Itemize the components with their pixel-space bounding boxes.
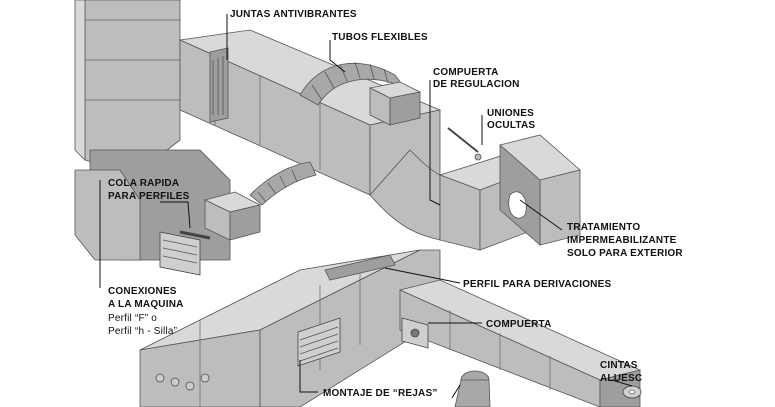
label-conexiones-4: Perfil “h - Silla” [108,326,177,337]
label-conexiones-2: A LA MAQUINA [108,299,184,310]
flexible-tube-bottom [454,370,491,407]
damper [401,317,429,349]
label-uniones-2: OCULTAS [487,120,535,131]
fittings [155,373,210,391]
label-cintas-1: CINTAS [600,360,638,371]
label-cintas-2: ALUESC [600,373,642,384]
machine-grille [159,231,201,276]
cinta-roll [622,385,642,399]
rejas-grille [297,317,341,367]
perfil-strip [179,230,211,240]
regulation-box [368,81,422,126]
label-perfil-derivaciones: PERFIL PARA DERIVACIONES [463,279,611,290]
label-cola-rapida-2: PARA PERFILES [108,191,190,202]
leader-lines [99,14,633,399]
label-juntas-antivibrantes: JUNTAS ANTIVIBRANTES [230,9,357,20]
machine-plenum [74,0,231,261]
exterior-duct [499,134,581,246]
label-compuerta: COMPUERTA [486,319,552,330]
label-uniones-1: UNIONES [487,108,534,119]
label-conexiones-1: CONEXIONES [108,286,177,297]
perfil-derivaciones [324,254,396,281]
label-compuerta-regulacion-2: DE REGULACION [433,79,520,90]
label-tratamiento-2: IMPERMEABILIZANTE [567,235,677,246]
label-tubos-flexibles: TUBOS FLEXIBLES [332,32,428,43]
label-montaje-rejas: MONTAJE DE “REJAS” [323,388,438,399]
lower-main-duct [139,249,441,407]
flexible-tube-left [203,161,317,241]
label-tratamiento-3: SOLO PARA EXTERIOR [567,248,683,259]
label-tratamiento-1: TRATAMIENTO [567,222,640,233]
label-conexiones-3: Perfil “F” o [108,313,157,324]
junta-antivibrante [209,47,229,123]
label-cola-rapida-1: COLA RAPIDA [108,178,179,189]
label-compuerta-regulacion-1: COMPUERTA [433,67,499,78]
hidden-union-tool [447,127,482,161]
